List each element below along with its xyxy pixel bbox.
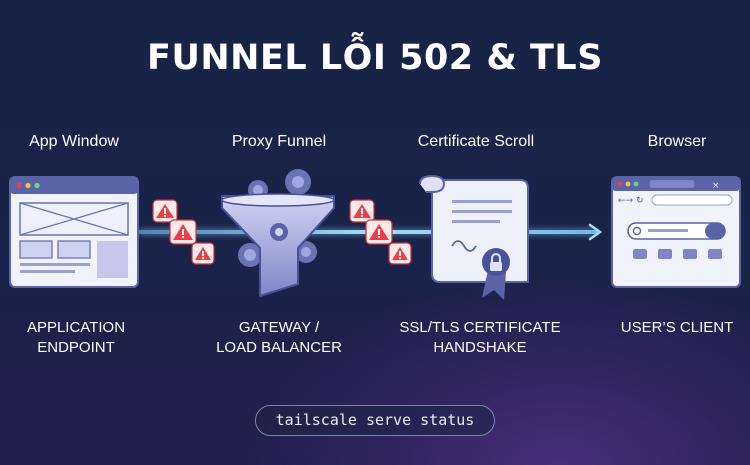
svg-text:←→ ↻: ←→ ↻ bbox=[618, 196, 643, 206]
stage-label-certificate-scroll: Certificate Scroll bbox=[417, 133, 535, 150]
browser-icon: × ←→ ↻ bbox=[611, 176, 741, 288]
caption-line: USER’S CLIENT bbox=[620, 319, 734, 336]
caption-line: ENDPOINT bbox=[37, 339, 115, 356]
stage-label-proxy-funnel: Proxy Funnel bbox=[231, 133, 327, 150]
stage-caption-application: APPLICATION ENDPOINT bbox=[0, 318, 181, 358]
svg-text:×: × bbox=[712, 181, 720, 191]
stage-caption-tls: SSL/TLS CERTIFICATE HANDSHAKE bbox=[375, 318, 585, 358]
stage-caption-client: USER’S CLIENT bbox=[572, 318, 750, 338]
stage-label-browser: Browser bbox=[647, 133, 707, 150]
warning-icon bbox=[365, 219, 393, 245]
warning-icon bbox=[169, 219, 197, 245]
warning-icon bbox=[349, 199, 375, 223]
app-window-icon bbox=[9, 176, 139, 288]
caption-line: LOAD BALANCER bbox=[216, 339, 342, 356]
error-markers-right bbox=[349, 199, 412, 265]
caption-line: APPLICATION bbox=[26, 319, 126, 336]
warning-icon bbox=[191, 242, 215, 265]
caption-line: GATEWAY / bbox=[238, 319, 320, 336]
certificate-scroll-icon bbox=[419, 174, 529, 300]
proxy-funnel-icon bbox=[221, 169, 335, 297]
stage-label-app-window: App Window bbox=[29, 133, 119, 150]
warning-icon bbox=[388, 242, 412, 265]
caption-line: HANDSHAKE bbox=[433, 339, 527, 356]
stage-caption-gateway: GATEWAY / LOAD BALANCER bbox=[174, 318, 384, 358]
error-markers-left bbox=[152, 199, 215, 265]
command-pill: tailscale serve status bbox=[255, 405, 495, 436]
page-title: FUNNEL LỖI 502 & TLS bbox=[147, 38, 603, 78]
caption-line: SSL/TLS CERTIFICATE bbox=[399, 319, 561, 336]
warning-icon bbox=[152, 199, 178, 223]
